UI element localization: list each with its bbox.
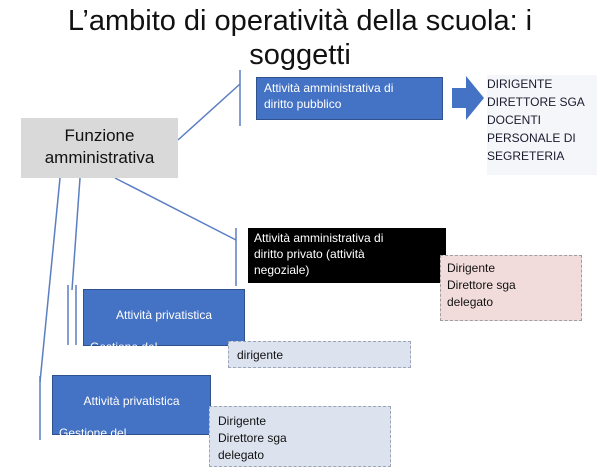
personale-title: Attività privatistica bbox=[83, 394, 180, 408]
connector-funzione-personale bbox=[39, 177, 61, 383]
soggetti-privato-box: Dirigente Direttore sga delegato bbox=[440, 255, 582, 321]
personale-body: Gestione del personale bbox=[59, 426, 127, 456]
funzione-amministrativa-box: Funzione amministrativa bbox=[21, 118, 178, 178]
soggetti-personale-box: Dirigente Direttore sga delegato bbox=[209, 406, 391, 467]
rapporto-body: Gestione del rapporto di lavoro bbox=[90, 340, 184, 370]
connector-funzione-pubblico bbox=[177, 83, 241, 141]
connector-funzione-privato bbox=[114, 177, 237, 241]
privato-box: Attività amministrativa di diritto priva… bbox=[248, 228, 446, 283]
rapporto-soggetto-box: dirigente bbox=[228, 341, 411, 368]
pubblico-box: Attività amministrativa di diritto pubbl… bbox=[256, 77, 443, 120]
page-title: L’ambito di operatività della scuola: i … bbox=[67, 5, 533, 71]
arrow-right-icon bbox=[452, 76, 484, 120]
rapporto-title: Attività privatistica bbox=[115, 308, 213, 322]
soggetti-pubblico-list: DIRIGENTE DIRETTORE SGA DOCENTI PERSONAL… bbox=[487, 75, 597, 175]
connector-funzione-rapporto bbox=[71, 177, 81, 291]
personale-box: Attività privatistica Gestione del perso… bbox=[52, 375, 211, 456]
rapporto-lavoro-box: Attività privatistica Gestione del rappo… bbox=[83, 289, 245, 370]
